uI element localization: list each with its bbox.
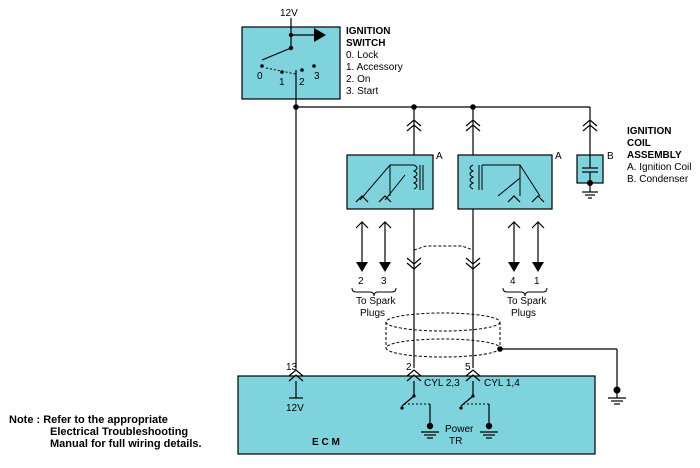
- ecm-tr: TR: [449, 436, 462, 447]
- condenser-label-b: B: [607, 151, 614, 162]
- plug-left-pin-b: 3: [381, 276, 387, 287]
- arrow-down-icon: [356, 262, 368, 272]
- plug-right-line2: Plugs: [511, 308, 536, 319]
- coil-item-b: B. Condenser: [627, 174, 689, 185]
- plug-left-line1: To Spark: [356, 296, 396, 307]
- ecm-voltage: 12V: [286, 403, 304, 414]
- switch-title-2: SWITCH: [346, 38, 385, 49]
- note-line1: Note : Refer to the appropriate: [9, 414, 168, 426]
- note-line2: Electrical Troubleshooting: [50, 426, 188, 438]
- ecm-cyl-23: CYL 2,3: [424, 378, 460, 389]
- switch-position-1: 1. Accessory: [346, 62, 403, 73]
- plug-right-pin-a: 4: [510, 276, 516, 287]
- ignition-coil-right: A: [457, 151, 562, 210]
- spark-plug-leads: 2 3 To Spark Plugs 4 1 To Spark Plugs: [351, 221, 548, 319]
- plug-left-pin-a: 2: [358, 276, 364, 287]
- coil-right-label-a: A: [555, 151, 562, 162]
- arrow-right-icon: [314, 28, 326, 42]
- switch-pos-1: 1: [279, 77, 285, 88]
- ecm-pin-13: 13: [286, 362, 298, 373]
- switch-pos-0: 0: [257, 71, 263, 82]
- switch-voltage-label: 12V: [280, 8, 298, 19]
- plug-right-pin-b: 1: [534, 276, 540, 287]
- main-wiring: [293, 99, 598, 368]
- ecm-name: E C M: [312, 437, 340, 448]
- plug-left-line2: Plugs: [360, 308, 385, 319]
- switch-position-3: 3. Start: [346, 86, 378, 97]
- ignition-switch: 12V 0 1 2 3 IGNITION SWITCH 0. Lock 1. A…: [241, 8, 403, 100]
- coil-title-1: IGNITION: [627, 126, 671, 137]
- arrow-down-icon: [532, 262, 544, 272]
- ignition-coil-left: A: [346, 151, 443, 210]
- note-line3: Manual for full wiring details.: [50, 438, 202, 450]
- coil-item-a: A. Ignition Coil: [627, 162, 691, 173]
- note: Note : Refer to the appropriate Electric…: [9, 414, 202, 450]
- coil-title-2: COIL: [627, 138, 651, 149]
- ecm-cyl-14: CYL 1,4: [484, 378, 520, 389]
- ecm-module: 13 2 5 12V CYL 2,3 CYL 1,4: [237, 362, 596, 455]
- switch-pos-2: 2: [299, 77, 305, 88]
- ecm-pin-2: 2: [406, 362, 412, 373]
- coil-left-label-a: A: [436, 151, 443, 162]
- plug-right-line1: To Spark: [507, 296, 547, 307]
- ecm-pin-5: 5: [465, 362, 471, 373]
- arrow-down-icon: [379, 262, 391, 272]
- ecm-power: Power: [445, 424, 474, 435]
- ecm-box: [237, 375, 596, 455]
- switch-position-0: 0. Lock: [346, 50, 379, 61]
- switch-position-2: 2. On: [346, 74, 370, 85]
- switch-title-1: IGNITION: [346, 26, 390, 37]
- signal-wires: [385, 209, 626, 405]
- condenser: B: [576, 151, 614, 199]
- coil-assembly-labels: IGNITION COIL ASSEMBLY A. Ignition Coil …: [627, 126, 691, 185]
- switch-pos-3: 3: [314, 71, 320, 82]
- arrow-down-icon: [508, 262, 520, 272]
- coil-title-3: ASSEMBLY: [627, 150, 682, 161]
